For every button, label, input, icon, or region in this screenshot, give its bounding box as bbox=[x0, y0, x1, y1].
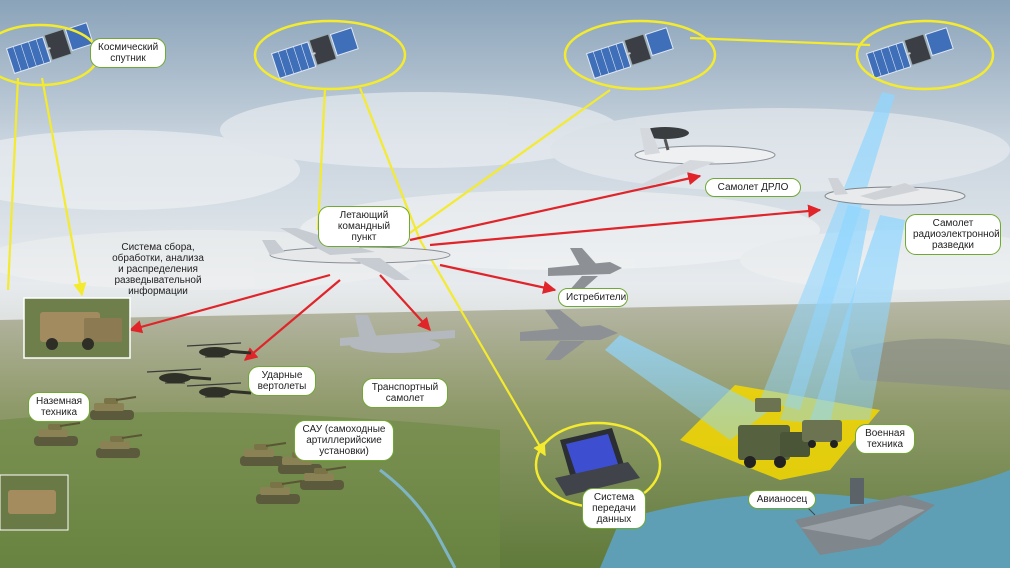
label-space-satellite: Космический спутник bbox=[90, 38, 166, 68]
label-fighters: Истребители bbox=[558, 288, 628, 307]
label-attack-helicopters: Ударные вертолеты bbox=[248, 366, 316, 396]
fighter-jets bbox=[520, 248, 622, 360]
label-spg: САУ (самоходные артиллерийские установки… bbox=[294, 420, 394, 461]
label-collection-system: Система сбора, обработки, анализа и расп… bbox=[112, 242, 204, 297]
transport-aircraft bbox=[340, 315, 455, 353]
sensor-beams bbox=[605, 92, 905, 440]
ground-photo-2 bbox=[0, 474, 69, 531]
cloud-layer bbox=[0, 92, 1010, 290]
label-transport-aircraft: Транспортный самолет bbox=[362, 378, 448, 408]
label-military-vehicles: Военная техника bbox=[855, 424, 915, 454]
awacs-aircraft bbox=[634, 127, 776, 185]
military-trucks bbox=[738, 398, 842, 468]
satellite-links bbox=[6, 36, 871, 457]
label-data-system: Система передачи данных bbox=[582, 488, 646, 529]
label-flying-command-post: Летающий командный пункт bbox=[318, 206, 410, 247]
label-carrier: Авианосец bbox=[748, 490, 816, 509]
label-awacs: Самолет ДРЛО bbox=[705, 178, 801, 197]
intel-station-photo bbox=[23, 297, 131, 359]
data-terminal bbox=[555, 428, 640, 496]
label-ground-vehicles: Наземная техника bbox=[28, 392, 90, 422]
label-recon-aircraft: Самолет радиоэлектронной разведки bbox=[905, 214, 1001, 255]
command-links bbox=[128, 172, 822, 361]
recon-aircraft bbox=[824, 178, 966, 206]
aircraft-carrier bbox=[795, 478, 935, 555]
